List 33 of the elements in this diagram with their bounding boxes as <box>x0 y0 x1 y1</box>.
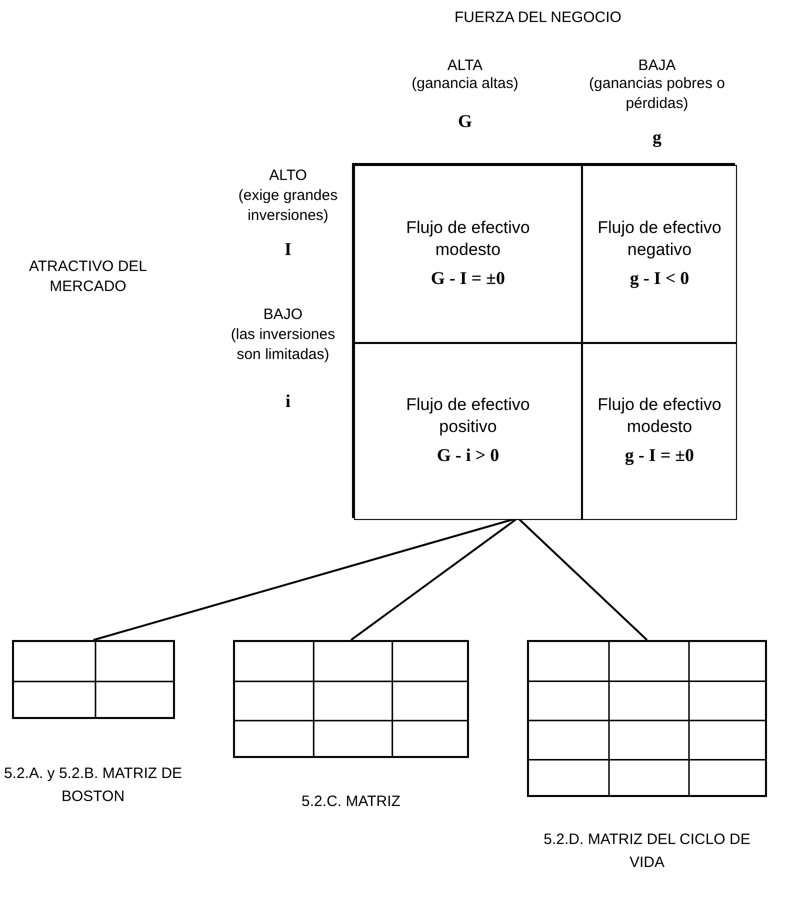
grid-box <box>12 640 175 719</box>
formula: G - i > 0 <box>436 444 500 467</box>
variable-symbol: g <box>652 126 662 149</box>
formula: g - I < 0 <box>630 266 690 290</box>
axis-label: (las inversiones son limitadas) <box>230 325 336 365</box>
matrix-cell <box>354 343 582 520</box>
cell-text: Flujo de efectivo modesto <box>596 394 722 438</box>
grid-box <box>527 640 767 797</box>
axis-label: (exige grandes inversiones) <box>237 186 339 226</box>
axis-label: (ganancias pobres o pérdidas) <box>588 74 726 114</box>
cell-text: Flujo de efectivo modesto <box>405 216 531 260</box>
formula: G - I = ±0 <box>430 266 506 290</box>
axis-label: (ganancia altas) <box>410 74 520 94</box>
variable-symbol: G <box>456 110 473 133</box>
variable-symbol: I <box>283 238 292 261</box>
axis-label: BAJA <box>637 56 677 76</box>
matrix-caption: 5.2.C. MATRIZ <box>300 792 402 812</box>
axis-label: ALTO <box>268 166 308 186</box>
axis-label: BAJO <box>262 305 304 325</box>
matrix-cell <box>582 165 737 343</box>
matrix-caption: 5.2.A. y 5.2.B. MATRIZ DE BOSTON <box>3 764 183 807</box>
formula: g - I = ±0 <box>624 444 694 467</box>
cell-text: Flujo de efectivo negativo <box>596 216 722 260</box>
cell-text: Flujo de efectivo positivo <box>405 394 531 438</box>
matrix-caption: 5.2.D. MATRIZ DEL CICLO DE VIDA <box>542 830 752 873</box>
matrix-cell <box>582 343 737 520</box>
variable-symbol: i <box>284 390 292 413</box>
matrix-cell <box>354 165 582 343</box>
axis-label: FUERZA DEL NEGOCIO <box>454 8 622 28</box>
grid-box <box>233 640 469 758</box>
axis-label: ALTA <box>446 56 484 76</box>
axis-label: ATRACTIVO DEL MERCADO <box>28 257 148 297</box>
matrix-box <box>352 163 735 518</box>
